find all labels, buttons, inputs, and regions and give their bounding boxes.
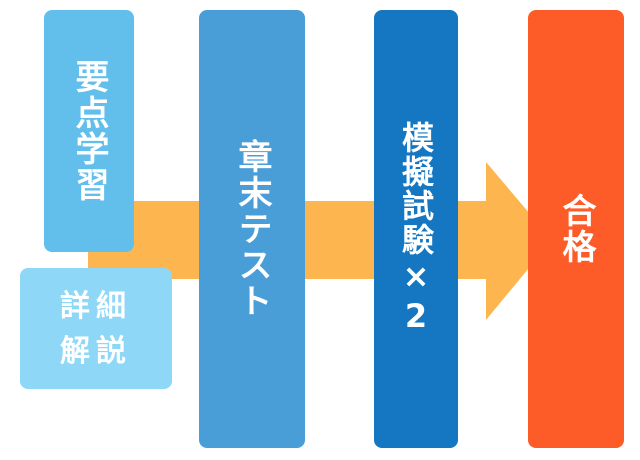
step-mogi-shiken: 模擬試験×2 (374, 10, 458, 448)
step-mogi-shiken-label: 模擬試験×2 (397, 121, 435, 337)
step-shoumatsu-test: 章末テスト (199, 10, 305, 448)
step-youten-gakushu-label: 要点学習 (69, 59, 109, 203)
step-goukaku: 合格 (528, 10, 624, 448)
step-goukaku-label: 合格 (556, 193, 596, 265)
step-shousai-kaisetsu-label: 詳細解説 (60, 288, 132, 369)
step-shousai-kaisetsu: 詳細解説 (20, 268, 172, 389)
step-shoumatsu-test-label: 章末テスト (232, 139, 272, 319)
step-youten-gakushu: 要点学習 (44, 10, 134, 252)
